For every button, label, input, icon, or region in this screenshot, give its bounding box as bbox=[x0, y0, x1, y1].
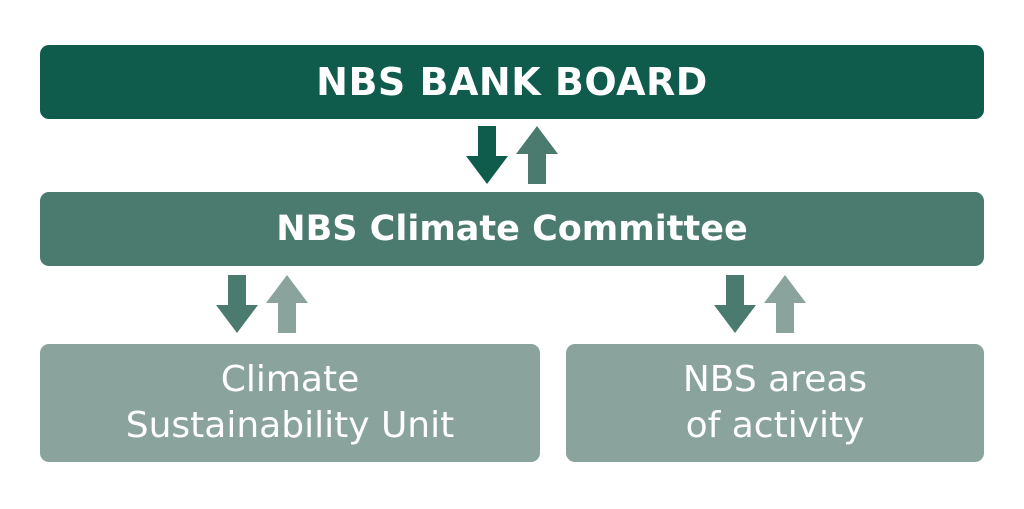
climate-sustainability-unit-box: Climate Sustainability Unit bbox=[40, 344, 540, 462]
arrow-down-icon bbox=[466, 126, 508, 184]
arrow-up-icon bbox=[764, 275, 806, 333]
arrow-up-icon bbox=[266, 275, 308, 333]
unit-label-line2: Sustainability Unit bbox=[125, 405, 455, 446]
nbs-areas-box: NBS areas of activity bbox=[566, 344, 984, 462]
committee-label: NBS Climate Committee bbox=[276, 209, 748, 249]
unit-label-line1: Climate bbox=[220, 359, 360, 400]
board-box: NBS BANK BOARD bbox=[40, 45, 984, 119]
arrow-down-icon bbox=[216, 275, 258, 333]
committee-box: NBS Climate Committee bbox=[40, 192, 984, 266]
areas-label-line2: of activity bbox=[685, 405, 865, 446]
arrow-up-icon bbox=[516, 126, 558, 184]
arrow-down-icon bbox=[714, 275, 756, 333]
board-label: NBS BANK BOARD bbox=[316, 60, 708, 104]
areas-label-line1: NBS areas bbox=[682, 359, 868, 400]
